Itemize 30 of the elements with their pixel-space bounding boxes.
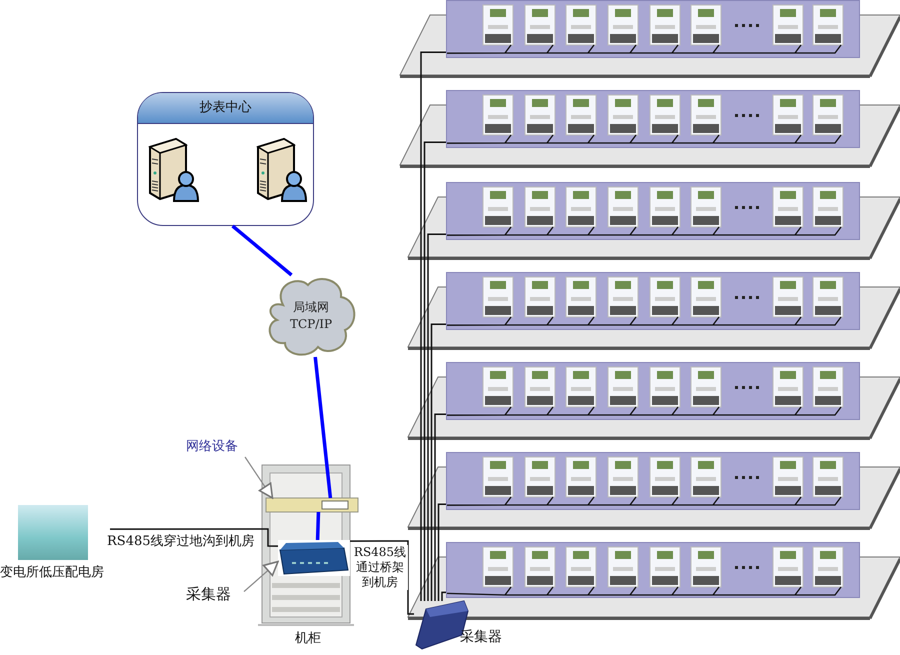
callout-label: 采集器 (186, 585, 232, 604)
network-label: 局域网 TCP/IP (288, 299, 334, 333)
rs485-cable (430, 323, 446, 601)
photo-caption: 变电所低压配电房 (0, 564, 104, 581)
meter-panel (446, 452, 860, 510)
rs485-cable (424, 141, 446, 601)
monitoring-center-panel (137, 92, 314, 226)
rs485-cable (438, 503, 446, 601)
network-cable (231, 224, 293, 276)
callout-label: 网络设备 (186, 438, 239, 455)
meter-panel (446, 542, 860, 598)
rs485-cable (434, 413, 446, 601)
leader-arrow (244, 560, 279, 592)
meter-panel (446, 182, 860, 240)
network-cable (314, 356, 332, 498)
rs485-cable (441, 592, 446, 601)
network-cable (316, 512, 320, 540)
meter-panel (446, 362, 860, 420)
collector-label: 采集器 (460, 628, 502, 646)
rs485-cable (420, 51, 446, 601)
meter-panel (446, 90, 860, 148)
leader-arrow (244, 456, 274, 499)
rs485-cable (110, 528, 278, 547)
panel-title: 抄表中心 (138, 93, 313, 124)
cabinet-label: 机柜 (294, 630, 322, 647)
rs485-cable (350, 540, 414, 615)
edge-label: RS485线通过桥架到机房 (352, 545, 408, 590)
rs485-cable (427, 233, 446, 601)
meter-panel (446, 272, 860, 330)
meter-panel (446, 0, 860, 58)
